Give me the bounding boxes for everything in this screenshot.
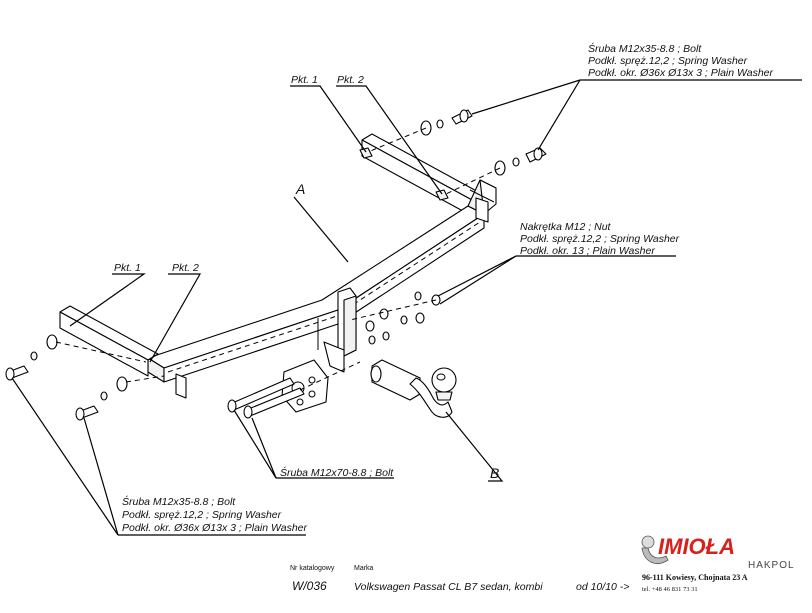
bolt-long-2	[243, 387, 305, 419]
label-pkt2-left: Pkt. 2	[172, 262, 199, 274]
brand-block: IMIOŁA HAKPOL 96-111 Kowiesy, Chojnata 2…	[641, 534, 795, 593]
bolt-long-1	[227, 377, 295, 413]
brand-logo: IMIOŁA	[658, 534, 735, 559]
hook-logo-icon	[641, 547, 669, 564]
brand-phone: tel. +48 46 831 73 31	[642, 586, 698, 593]
production-date: od 10/10 ->	[576, 581, 629, 593]
callout-bottom-left-line-2: Podkł. spręż.12,2 ; Spring Washer	[122, 509, 282, 521]
catalog-caption: Nr katalogowy	[290, 565, 335, 572]
callout-bottom-left-line-1: Śruba M12x35-8.8 ; Bolt	[122, 495, 236, 508]
callout-mid-right-line-3: Podkł. okr. 13 ; Plain Washer	[520, 245, 655, 257]
bolt-top-2	[494, 147, 547, 176]
make-caption: Marka	[354, 565, 374, 572]
label-part-a: A	[295, 181, 305, 197]
vehicle-model: Volkswagen Passat CL B7 sedan, kombi	[354, 581, 543, 593]
fasteners	[5, 109, 547, 421]
nut-pkt2-top	[435, 189, 449, 201]
bolt-top-1	[420, 109, 473, 136]
ball-mount-bracket	[317, 287, 357, 373]
footer: Nr katalogowy W/036 Marka Volkswagen Pas…	[290, 565, 629, 593]
nut-washer-stack	[365, 291, 441, 345]
leader-lines	[11, 79, 802, 536]
bolt-left-1	[5, 334, 58, 381]
callout-top-right-line-2: Podkł. spręż.12,2 ; Spring Washer	[588, 55, 748, 67]
callout-top-right-line-1: Śruba M12x35-8.8 ; Bolt	[588, 42, 702, 55]
callout-bolt-long: Śruba M12x70-8.8 ; Bolt	[280, 466, 394, 479]
label-pkt1-top: Pkt. 1	[291, 74, 318, 86]
callout-top-right-line-3: Podkł. okr. Ø36x Ø13x 3 ; Plain Washer	[588, 67, 774, 79]
main-cross-beam	[147, 179, 497, 399]
tow-ball	[370, 359, 457, 418]
assembly-lines	[55, 127, 501, 391]
label-part-b: B	[490, 465, 499, 481]
brand-sub: HAKPOL	[748, 560, 795, 571]
nut-pkt1-top	[359, 147, 373, 159]
right-mounting-plate	[361, 133, 483, 217]
label-pkt2-top: Pkt. 2	[337, 74, 364, 86]
callout-mid-right-line-1: Nakrętka M12 ; Nut	[520, 221, 612, 233]
brand-address: 96-111 Kowiesy, Chojnata 23 A	[642, 573, 748, 582]
bolt-left-2	[75, 376, 128, 421]
left-mounting-plate	[59, 305, 159, 377]
catalog-number: W/036	[292, 579, 327, 593]
callout-mid-right-line-2: Podkł. spręż.12,2 ; Spring Washer	[520, 233, 680, 245]
label-pkt1-left: Pkt. 1	[114, 262, 141, 274]
callout-bottom-left-line-3: Podkł. okr. Ø36x Ø13x 3 ; Plain Washer	[122, 522, 308, 534]
